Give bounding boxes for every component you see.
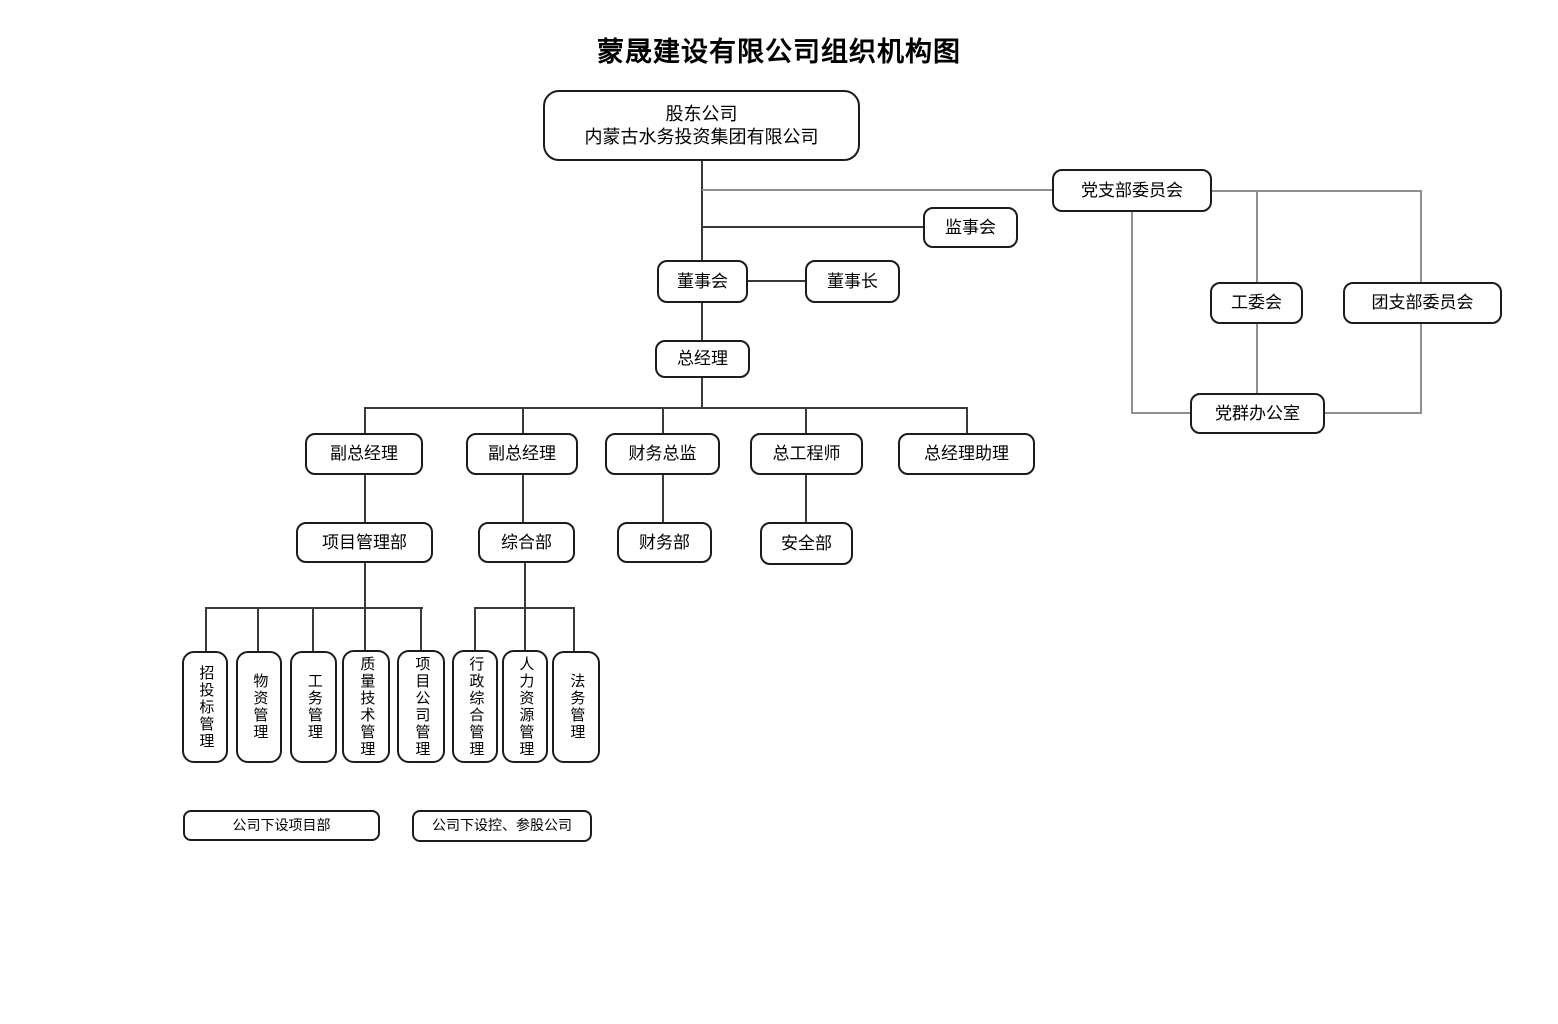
- connector-line: [701, 161, 703, 260]
- connector-line: [1212, 190, 1422, 192]
- shareholder-line2: 内蒙古水务投资集团有限公司: [584, 126, 819, 147]
- connector-line: [312, 607, 314, 651]
- org-box-general-office: 综合部: [478, 522, 575, 563]
- connector-line: [701, 378, 703, 408]
- connector-line: [257, 607, 259, 651]
- connector-line: [205, 607, 207, 651]
- org-box-party-mass-office: 党群办公室: [1190, 393, 1325, 434]
- org-box-project-company-mgmt: 项目公司管理: [397, 650, 445, 763]
- connector-line: [522, 407, 524, 433]
- org-box-deputy-gm-1: 副总经理: [305, 433, 423, 475]
- connector-line: [662, 407, 664, 433]
- org-box-legal-mgmt: 法务管理: [552, 651, 600, 763]
- org-box-material-mgmt: 物资管理: [236, 651, 282, 763]
- connector-line: [1256, 324, 1258, 393]
- connector-line: [524, 607, 526, 650]
- connector-line: [702, 226, 923, 228]
- connector-line: [805, 475, 807, 522]
- connector-line: [364, 607, 366, 650]
- connector-line: [662, 475, 664, 522]
- connector-line: [805, 407, 807, 433]
- connector-line: [364, 475, 366, 522]
- connector-line: [1420, 190, 1422, 282]
- connector-line: [1256, 190, 1258, 282]
- org-box-finance-director: 财务总监: [605, 433, 720, 475]
- connector-line: [364, 407, 968, 409]
- org-box-general-manager: 总经理: [655, 340, 750, 378]
- connector-line: [364, 407, 366, 433]
- org-box-supervisory-board: 监事会: [923, 207, 1018, 248]
- org-box-youth-league-committee: 团支部委员会: [1343, 282, 1502, 324]
- shareholder-line1: 股东公司: [665, 104, 738, 124]
- org-box-quality-tech-mgmt: 质量技术管理: [342, 650, 390, 763]
- org-box-labor-committee: 工委会: [1210, 282, 1303, 324]
- connector-line: [966, 407, 968, 433]
- org-box-hr-mgmt: 人力资源管理: [502, 650, 548, 763]
- org-box-shareholder: 股东公司 内蒙古水务投资集团有限公司: [543, 90, 860, 161]
- org-box-chief-engineer: 总工程师: [750, 433, 863, 475]
- org-box-deputy-gm-2: 副总经理: [466, 433, 578, 475]
- org-box-bidding-mgmt: 招投标管理: [182, 651, 228, 763]
- connector-line: [1420, 324, 1422, 414]
- org-box-note-holding-companies: 公司下设控、参股公司: [412, 810, 592, 842]
- connector-line: [420, 607, 422, 650]
- connector-line: [1131, 412, 1190, 414]
- connector-line: [573, 607, 575, 651]
- connector-line: [205, 607, 423, 609]
- connector-line: [364, 563, 366, 608]
- diagram-title: 蒙晟建设有限公司组织机构图: [597, 37, 961, 67]
- connector-line: [474, 607, 476, 650]
- org-box-admin-comprehensive-mgmt: 行政综合管理: [452, 650, 498, 763]
- org-box-board-of-directors: 董事会: [657, 260, 748, 303]
- org-box-party-branch-committee: 党支部委员会: [1052, 169, 1212, 212]
- connector-line: [701, 303, 703, 340]
- org-box-board-chairman: 董事长: [805, 260, 900, 303]
- org-box-note-project-depts: 公司下设项目部: [183, 810, 380, 841]
- connector-line: [702, 189, 1052, 191]
- org-box-finance-dept: 财务部: [617, 522, 712, 563]
- connector-line: [1325, 412, 1422, 414]
- org-box-gm-assistant: 总经理助理: [898, 433, 1035, 475]
- org-box-engineering-mgmt: 工务管理: [290, 651, 337, 763]
- connector-line: [748, 280, 805, 282]
- org-box-project-mgmt-dept: 项目管理部: [296, 522, 433, 563]
- connector-line: [1131, 212, 1133, 414]
- org-box-safety-dept: 安全部: [760, 522, 853, 565]
- connector-line: [524, 563, 526, 608]
- connector-line: [522, 475, 524, 522]
